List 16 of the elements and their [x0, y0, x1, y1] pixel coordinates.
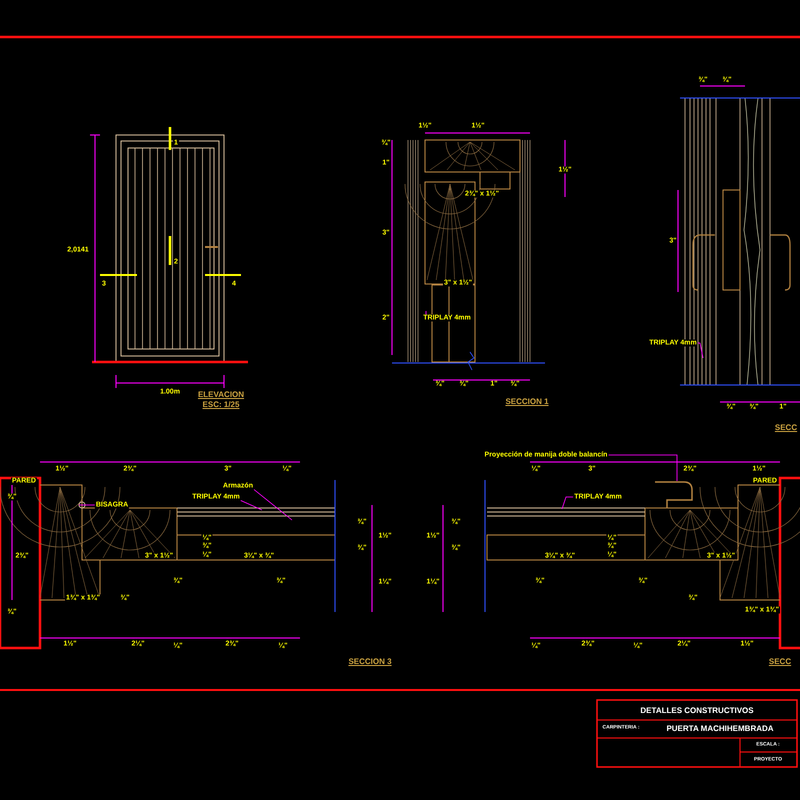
view-title: SECC	[774, 424, 798, 432]
leader-line	[240, 500, 262, 510]
leader-line	[562, 496, 574, 510]
leader-line	[78, 504, 96, 506]
view-title: ELEVACION	[196, 391, 246, 399]
door-handle-drawing	[655, 481, 693, 508]
leader-line	[697, 342, 704, 358]
view-title: SECCION 1	[504, 398, 550, 406]
view-title: SECCION 3	[347, 658, 393, 666]
leader-line	[254, 489, 292, 520]
title-block-text: PUERTA MACHIHEMBRADA	[665, 725, 775, 733]
title-block-text: DETALLES CONSTRUCTIVOS	[639, 707, 755, 715]
leader-line	[608, 454, 678, 482]
scale-note: ESC: 1/25	[202, 401, 240, 409]
hinge-symbol	[78, 502, 86, 508]
view-title: SECC	[768, 658, 792, 666]
